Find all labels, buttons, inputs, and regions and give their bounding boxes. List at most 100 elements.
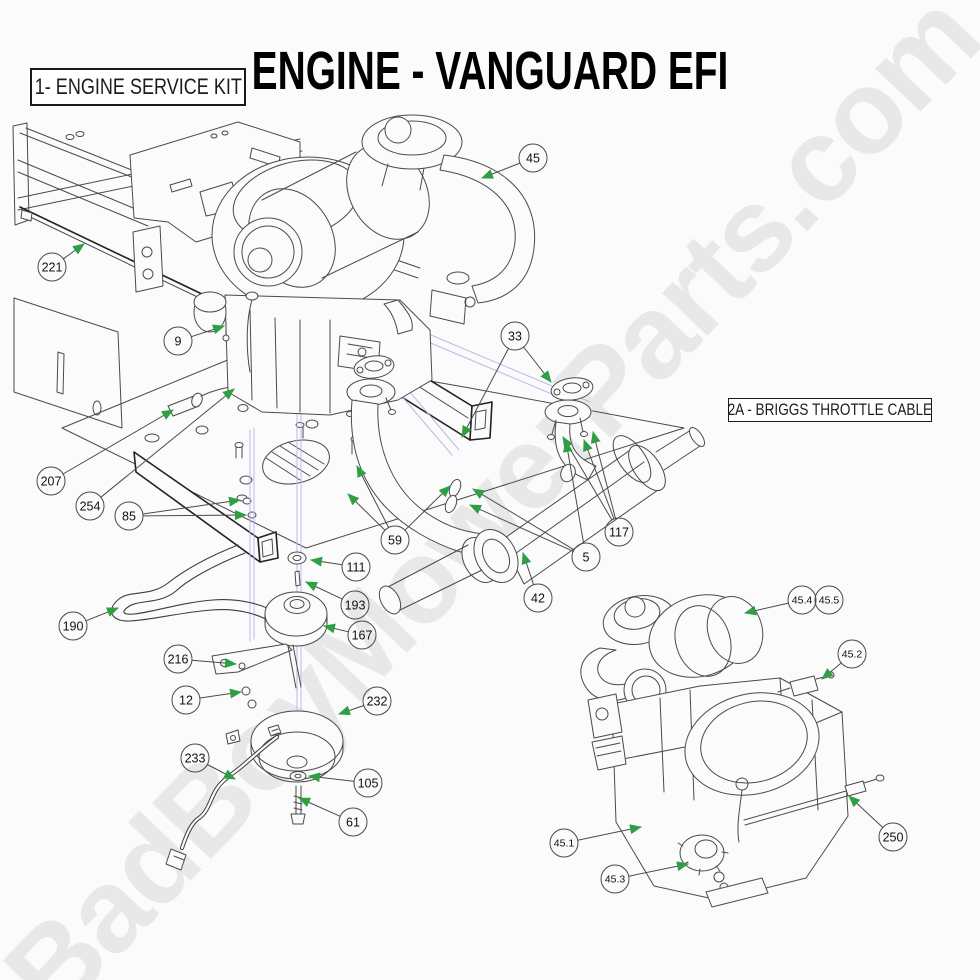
callout-61[interactable]: 61	[298, 797, 368, 837]
callout-bubble[interactable]	[338, 807, 368, 837]
callout-bubble[interactable]	[837, 639, 867, 669]
callout-bubble[interactable]	[518, 143, 548, 173]
callout-bubble[interactable]	[36, 466, 66, 496]
leader-line	[100, 388, 235, 498]
leader-line	[62, 409, 174, 475]
callout-label: 117	[609, 526, 629, 540]
callout-bubble[interactable]	[604, 517, 634, 547]
callout-111[interactable]: 111	[310, 552, 371, 582]
callout-bubble[interactable]	[353, 768, 383, 798]
callout-9[interactable]: 9	[163, 324, 225, 356]
callout-label: 232	[367, 695, 388, 709]
leader-line	[199, 688, 242, 699]
callout-bubble[interactable]	[878, 822, 908, 852]
callout-45.4[interactable]: 45.4	[744, 585, 817, 616]
callout-label: 33	[508, 330, 522, 344]
leader-line	[583, 439, 615, 520]
callout-bubble[interactable]	[340, 590, 370, 620]
callout-bubble[interactable]	[347, 620, 377, 650]
callout-42[interactable]: 42	[521, 552, 553, 613]
leader-line	[142, 496, 241, 515]
leader-line	[206, 764, 236, 780]
callout-label: 221	[42, 261, 63, 275]
callout-233[interactable]: 233	[180, 743, 236, 780]
callout-45[interactable]: 45	[481, 143, 548, 179]
leader-line	[305, 581, 343, 600]
callout-label: 45	[526, 152, 540, 166]
page-title: ENGINE - VANGUARD EFI	[251, 41, 729, 101]
briggs-throttle-cable-box[interactable]: 2A - BRIGGS THROTTLE CABLE	[728, 398, 932, 422]
callout-layer: 45 221 9 33 207 254 85 59 117 5 111 42 193 167 190 216 1…	[36, 143, 908, 894]
callout-5[interactable]: 5	[469, 440, 601, 572]
callout-bubble[interactable]	[180, 743, 210, 773]
callout-bubble[interactable]	[787, 585, 817, 615]
callout-bubble[interactable]	[549, 828, 579, 858]
callout-167[interactable]: 167	[323, 620, 377, 650]
callout-label: 59	[388, 534, 402, 548]
callout-45.2[interactable]: 45.2	[821, 639, 867, 680]
callout-12[interactable]: 12	[171, 685, 242, 715]
exhaust-muffler-illustration	[346, 355, 706, 615]
callout-bubble[interactable]	[380, 525, 410, 555]
callout-193[interactable]: 193	[305, 581, 370, 620]
callout-bubble[interactable]	[500, 321, 530, 351]
leader-line	[142, 510, 247, 521]
callout-45.5[interactable]: 45.5	[814, 585, 844, 615]
callout-bubble[interactable]	[58, 611, 88, 641]
callout-254[interactable]: 254	[75, 388, 235, 521]
callout-bubble[interactable]	[75, 491, 105, 521]
callout-bubble[interactable]	[341, 552, 371, 582]
leader-line	[469, 504, 574, 552]
leader-line	[744, 602, 789, 616]
leader-line	[310, 556, 343, 567]
callout-bubble[interactable]	[523, 583, 553, 613]
callout-105[interactable]: 105	[308, 768, 383, 798]
callout-59[interactable]: 59	[347, 465, 451, 555]
callout-label: 167	[352, 629, 373, 643]
callout-bubble[interactable]	[114, 501, 144, 531]
callout-bubble[interactable]	[171, 685, 201, 715]
leader-line	[461, 347, 509, 438]
leader-line	[298, 797, 341, 817]
callout-232[interactable]: 232	[338, 686, 392, 716]
callout-250[interactable]: 250	[848, 795, 908, 852]
leader-line	[356, 465, 390, 528]
callout-45.1[interactable]: 45.1	[549, 824, 642, 858]
callout-bubble[interactable]	[600, 864, 630, 894]
leader-line	[472, 488, 575, 551]
leader-line	[62, 243, 85, 260]
callout-label: 193	[345, 599, 366, 613]
leader-line	[628, 861, 689, 877]
leader-line	[523, 346, 552, 383]
leader-line	[562, 440, 585, 544]
callout-bubble[interactable]	[163, 644, 193, 674]
leader-line	[481, 162, 521, 179]
callout-label: 5	[583, 551, 590, 565]
callout-label: 85	[122, 510, 136, 524]
leader-line	[338, 705, 365, 716]
callout-label: 207	[41, 475, 62, 489]
callout-85[interactable]: 85	[114, 496, 247, 531]
callout-bubble[interactable]	[37, 252, 67, 282]
callout-bubble[interactable]	[362, 686, 392, 716]
callout-33[interactable]: 33	[461, 321, 552, 438]
leader-line	[848, 795, 884, 828]
callout-label: 45.4	[792, 595, 813, 607]
callout-207[interactable]: 207	[36, 409, 174, 496]
callout-label: 45.5	[819, 595, 840, 607]
callout-bubble[interactable]	[571, 542, 601, 572]
leader-line	[521, 552, 535, 586]
drive-clutch-illustration	[110, 544, 344, 871]
callout-216[interactable]: 216	[163, 644, 237, 674]
leader-line	[85, 607, 119, 622]
engine-service-kit-box[interactable]: 1- ENGINE SERVICE KIT	[30, 68, 246, 106]
callout-bubble[interactable]	[163, 326, 193, 356]
leader-line	[323, 623, 349, 634]
callout-label: 9	[175, 335, 182, 349]
callout-bubble[interactable]	[814, 585, 844, 615]
callout-190[interactable]: 190	[58, 607, 119, 641]
callout-45.3[interactable]: 45.3	[600, 861, 689, 894]
callout-221[interactable]: 221	[37, 243, 85, 282]
callout-label: 254	[80, 500, 101, 514]
